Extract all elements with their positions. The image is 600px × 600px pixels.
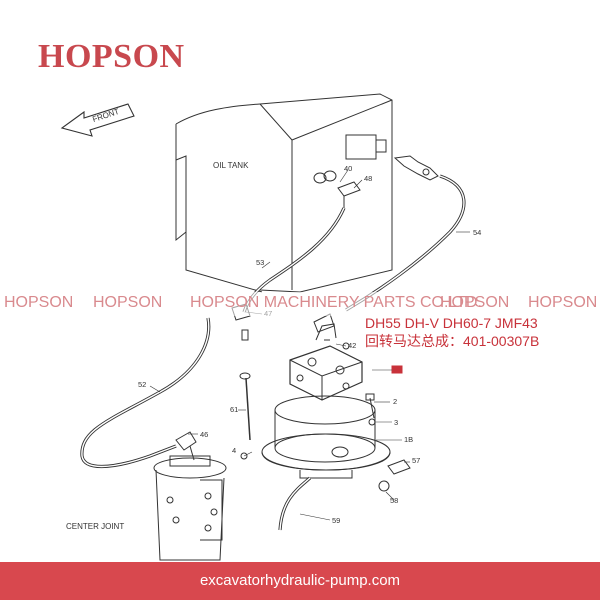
callout-1b: 1B <box>404 435 414 444</box>
callout-52: 52 <box>138 380 147 389</box>
watermark-text: HOPSON <box>528 294 598 311</box>
watermark-text: HOPSON MACHINERY PARTS CO.LTD. <box>190 294 482 311</box>
callout-42: 42 <box>348 341 357 350</box>
watermark-text: HOPSON <box>440 294 510 311</box>
oil-tank-outline <box>175 93 393 293</box>
callout-46: 46 <box>200 430 209 439</box>
callout-57: 57 <box>412 456 421 465</box>
center-joint <box>153 455 227 561</box>
watermark-band <box>0 292 600 316</box>
callout-53: 53 <box>256 258 265 267</box>
callout-59: 59 <box>332 516 341 525</box>
callout-4: 4 <box>232 446 237 455</box>
footer-bar <box>0 562 600 600</box>
oil-tank-label: OIL TANK <box>213 161 249 170</box>
swing-motor <box>261 323 391 479</box>
watermark-text: HOPSON <box>93 294 163 311</box>
solenoid-block <box>345 134 377 160</box>
callout-54: 54 <box>473 228 482 237</box>
model-list: DH55 DH-V DH60-7 JMF43 <box>365 315 538 331</box>
center-joint-label: CENTER JOINT <box>66 522 125 531</box>
front-arrow-icon <box>60 103 135 137</box>
callout-2: 2 <box>393 397 398 406</box>
watermark-text: HOPSON <box>4 294 74 311</box>
brand-logo: HOPSON <box>38 38 185 75</box>
footer-url[interactable]: excavatorhydraulic-pump.com <box>199 572 401 589</box>
callout-40: 40 <box>344 164 353 173</box>
callout-3: 3 <box>394 418 399 427</box>
part-number: 回转马达总成：401-00307B <box>365 333 540 349</box>
callout-61: 61 <box>230 405 239 414</box>
callout-58: 58 <box>390 496 399 505</box>
callout-48: 48 <box>364 174 373 183</box>
highlight-marker <box>391 365 403 374</box>
